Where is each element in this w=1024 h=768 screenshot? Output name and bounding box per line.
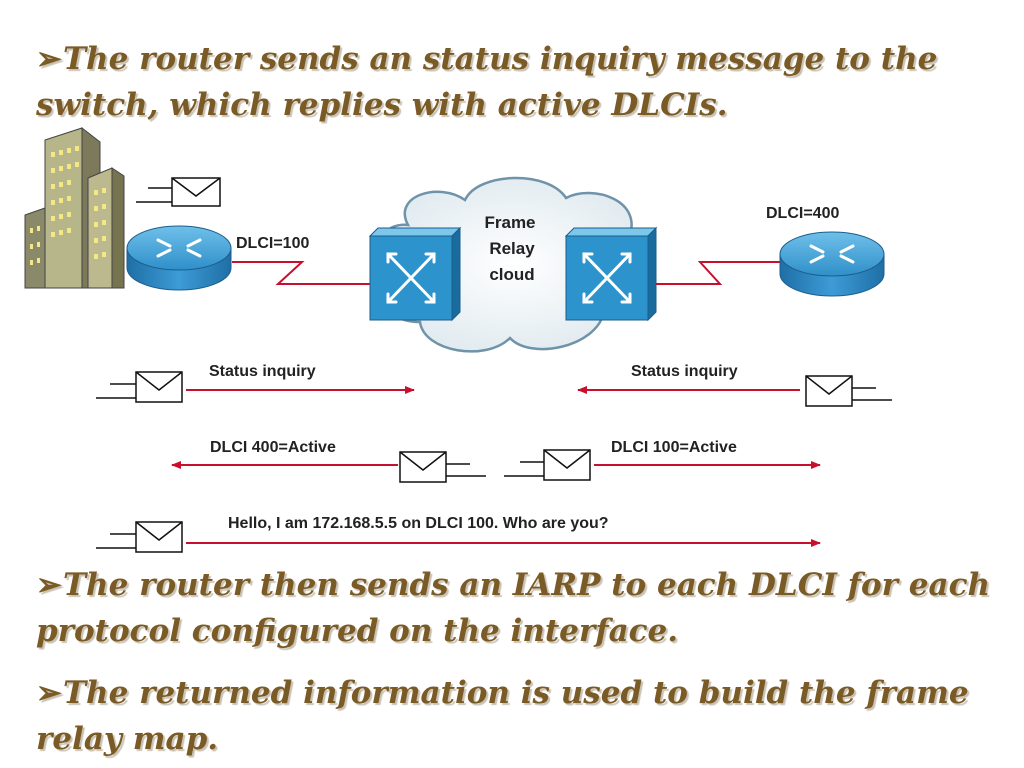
bullet-iarp: ➢The router then sends an IARP to each D… bbox=[36, 562, 1011, 654]
bullet-text: The router then sends an IARP to each DL… bbox=[36, 567, 991, 649]
bullet-marker: ➢ bbox=[36, 675, 62, 711]
bullet-marker: ➢ bbox=[36, 41, 62, 77]
router-icon-left bbox=[126, 225, 232, 291]
hello-message-label: Hello, I am 172.168.5.5 on DLCI 100. Who… bbox=[228, 515, 609, 532]
status-inquiry-right-label: Status inquiry bbox=[631, 363, 738, 380]
left-dlci-label: DLCI=100 bbox=[236, 235, 309, 252]
envelope-icon bbox=[136, 177, 221, 207]
building-icon bbox=[24, 126, 125, 289]
bullet-marker: ➢ bbox=[36, 567, 62, 603]
bullet-status-inquiry: ➢The router sends an status inquiry mess… bbox=[36, 36, 1011, 128]
cloud-label-line2: Relay bbox=[489, 239, 535, 258]
envelope-icon bbox=[96, 521, 183, 553]
envelope-icon bbox=[805, 375, 892, 407]
bullet-text: The returned information is used to buil… bbox=[36, 675, 969, 757]
envelope-icon bbox=[399, 451, 486, 483]
router-icon-right bbox=[779, 231, 885, 297]
envelope-icon bbox=[96, 371, 183, 403]
switch-icon-left bbox=[368, 226, 462, 322]
left-serial-link bbox=[232, 261, 372, 285]
envelope-icon bbox=[504, 449, 591, 481]
dlci-100-active-label: DLCI 100=Active bbox=[611, 439, 737, 456]
cloud-label-line1: Frame bbox=[484, 213, 535, 232]
dlci-400-active-label: DLCI 400=Active bbox=[210, 439, 336, 456]
switch-icon-right bbox=[564, 226, 658, 322]
right-serial-link bbox=[656, 261, 780, 285]
cloud-label-line3: cloud bbox=[489, 265, 534, 284]
right-dlci-label: DLCI=400 bbox=[766, 205, 839, 222]
bullet-text: The router sends an status inquiry messa… bbox=[36, 41, 938, 123]
bullet-frame-relay-map: ➢The returned information is used to bui… bbox=[36, 670, 1011, 762]
status-inquiry-left-label: Status inquiry bbox=[209, 363, 316, 380]
